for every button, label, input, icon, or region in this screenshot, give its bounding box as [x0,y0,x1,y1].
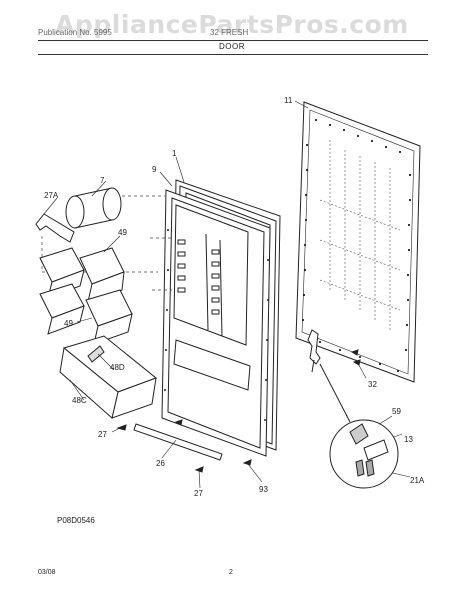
publication-number: Publication No. 5995 [38,28,112,37]
callout-27-top: 27 [98,430,107,439]
callout-49-top: 49 [118,228,127,237]
model-title: 32 FRESH [210,28,249,37]
hinge-detail-circle [319,363,399,489]
callout-26: 26 [156,459,165,468]
door-bins [39,247,133,345]
bottom-trim-strip [133,423,223,461]
header-divider [38,40,428,41]
callout-11: 11 [284,96,293,105]
section-title: DOOR [219,42,245,51]
callout-27a: 27A [44,191,59,200]
hinge-small-parts [350,349,361,366]
callout-27-bottom: 27 [194,489,203,498]
bin-handle [35,213,75,243]
callout-48d: 48D [110,363,125,372]
footer-date: 03/08 [38,569,56,576]
callout-7: 7 [100,176,105,185]
callout-13: 13 [404,435,413,444]
outer-door-panel [295,101,421,383]
callout-9: 9 [152,165,157,174]
assembly-guides [41,195,172,291]
callout-49-bottom: 49 [64,319,73,328]
large-door-bin [59,335,157,419]
diagram-reference: P08D0546 [57,516,95,525]
callout-32: 32 [368,380,377,389]
screws [116,419,252,473]
header-divider-lower [38,54,428,55]
callout-59: 59 [392,407,401,416]
hinge-cartridge [307,329,321,373]
callout-93: 93 [259,485,268,494]
dairy-bin [65,187,122,229]
inner-door-liner [161,189,271,457]
callout-1: 1 [172,149,177,158]
callout-21a: 21A [410,476,425,485]
callout-48c: 48C [72,396,87,405]
bin-divider [87,345,105,363]
page-number: 2 [229,569,233,576]
